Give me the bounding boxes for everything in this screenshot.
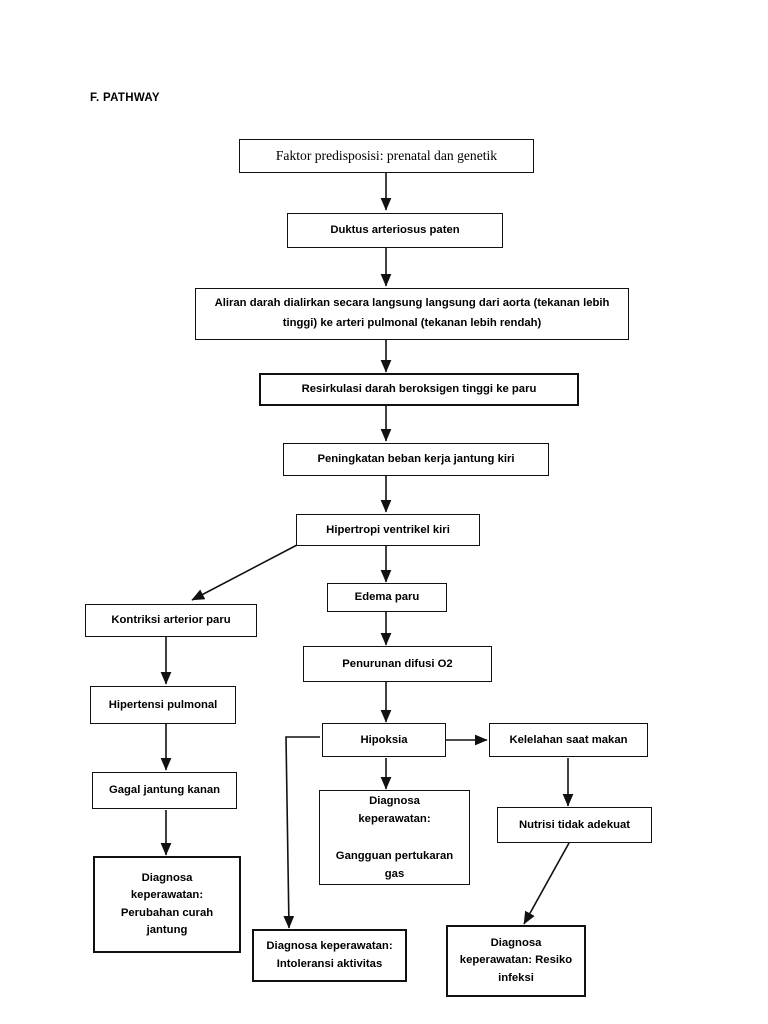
- node-hipertropi[interactable]: Hipertropi ventrikel kiri: [296, 514, 480, 546]
- edge-hipertropi-kontriksi: [191, 544, 298, 601]
- node-faktor[interactable]: Faktor predisposisi: prenatal dan geneti…: [239, 139, 534, 173]
- node-resirkulasi[interactable]: Resirkulasi darah beroksigen tinggi ke p…: [259, 373, 579, 406]
- node-aliran[interactable]: Aliran darah dialirkan secara langsung l…: [195, 288, 629, 340]
- node-dx-infeksi-label: Diagnosa keperawatan: Resiko infeksi: [459, 936, 573, 984]
- node-dx-resiko-infeksi[interactable]: Diagnosa keperawatan: Resiko infeksi: [446, 925, 586, 997]
- node-faktor-label: Faktor predisposisi: prenatal dan geneti…: [275, 148, 498, 164]
- node-aliran-label: Aliran darah dialirkan secara langsung l…: [214, 297, 610, 329]
- node-duktus-label: Duktus arteriosus paten: [330, 224, 460, 237]
- node-resirkulasi-label: Resirkulasi darah beroksigen tinggi ke p…: [301, 383, 537, 396]
- node-penurunan-label: Penurunan difusi O2: [342, 657, 453, 670]
- node-duktus[interactable]: Duktus arteriosus paten: [287, 213, 503, 248]
- node-hipertensi[interactable]: Hipertensi pulmonal: [90, 686, 236, 724]
- node-edema-label: Edema paru: [354, 591, 420, 604]
- edge-hipoksia-dxintoleransi: [283, 736, 320, 929]
- node-kontriksi[interactable]: Kontriksi arterior paru: [85, 604, 257, 637]
- node-gagal[interactable]: Gagal jantung kanan: [92, 772, 237, 809]
- node-dx-intoleransi-aktivitas[interactable]: Diagnosa keperawatan: Intoleransi aktivi…: [252, 929, 407, 982]
- node-dx-gas-label: Diagnosa keperawatan: Gangguan pertukara…: [335, 795, 454, 880]
- node-hipertropi-label: Hipertropi ventrikel kiri: [326, 523, 450, 536]
- edge-nutrisi-dxinfeksi: [523, 842, 570, 925]
- node-penurunan[interactable]: Penurunan difusi O2: [303, 646, 492, 682]
- node-dx-gangguan-pertukaran-gas[interactable]: Diagnosa keperawatan: Gangguan pertukara…: [319, 790, 470, 885]
- node-kontriksi-label: Kontriksi arterior paru: [111, 614, 231, 627]
- node-dx-intoleransi-label: Diagnosa keperawatan: Intoleransi aktivi…: [266, 940, 393, 970]
- node-gagal-label: Gagal jantung kanan: [108, 784, 221, 797]
- node-dx-curah-label: Diagnosa keperawatan: Perubahan curah ja…: [120, 871, 214, 937]
- node-hipoksia-label: Hipoksia: [360, 733, 408, 746]
- node-dx-perubahan-curah-jantung[interactable]: Diagnosa keperawatan: Perubahan curah ja…: [93, 856, 241, 953]
- node-hipertensi-label: Hipertensi pulmonal: [108, 698, 218, 711]
- page-title: F. PATHWAY: [90, 92, 160, 104]
- node-hipoksia[interactable]: Hipoksia: [322, 723, 446, 757]
- node-edema[interactable]: Edema paru: [327, 583, 447, 612]
- node-nutrisi[interactable]: Nutrisi tidak adekuat: [497, 807, 652, 843]
- node-peningkatan-label: Peningkatan beban kerja jantung kiri: [317, 453, 515, 466]
- node-nutrisi-label: Nutrisi tidak adekuat: [518, 818, 631, 831]
- node-peningkatan[interactable]: Peningkatan beban kerja jantung kiri: [283, 443, 549, 476]
- node-kelelahan-label: Kelelahan saat makan: [509, 733, 628, 746]
- node-kelelahan[interactable]: Kelelahan saat makan: [489, 723, 648, 757]
